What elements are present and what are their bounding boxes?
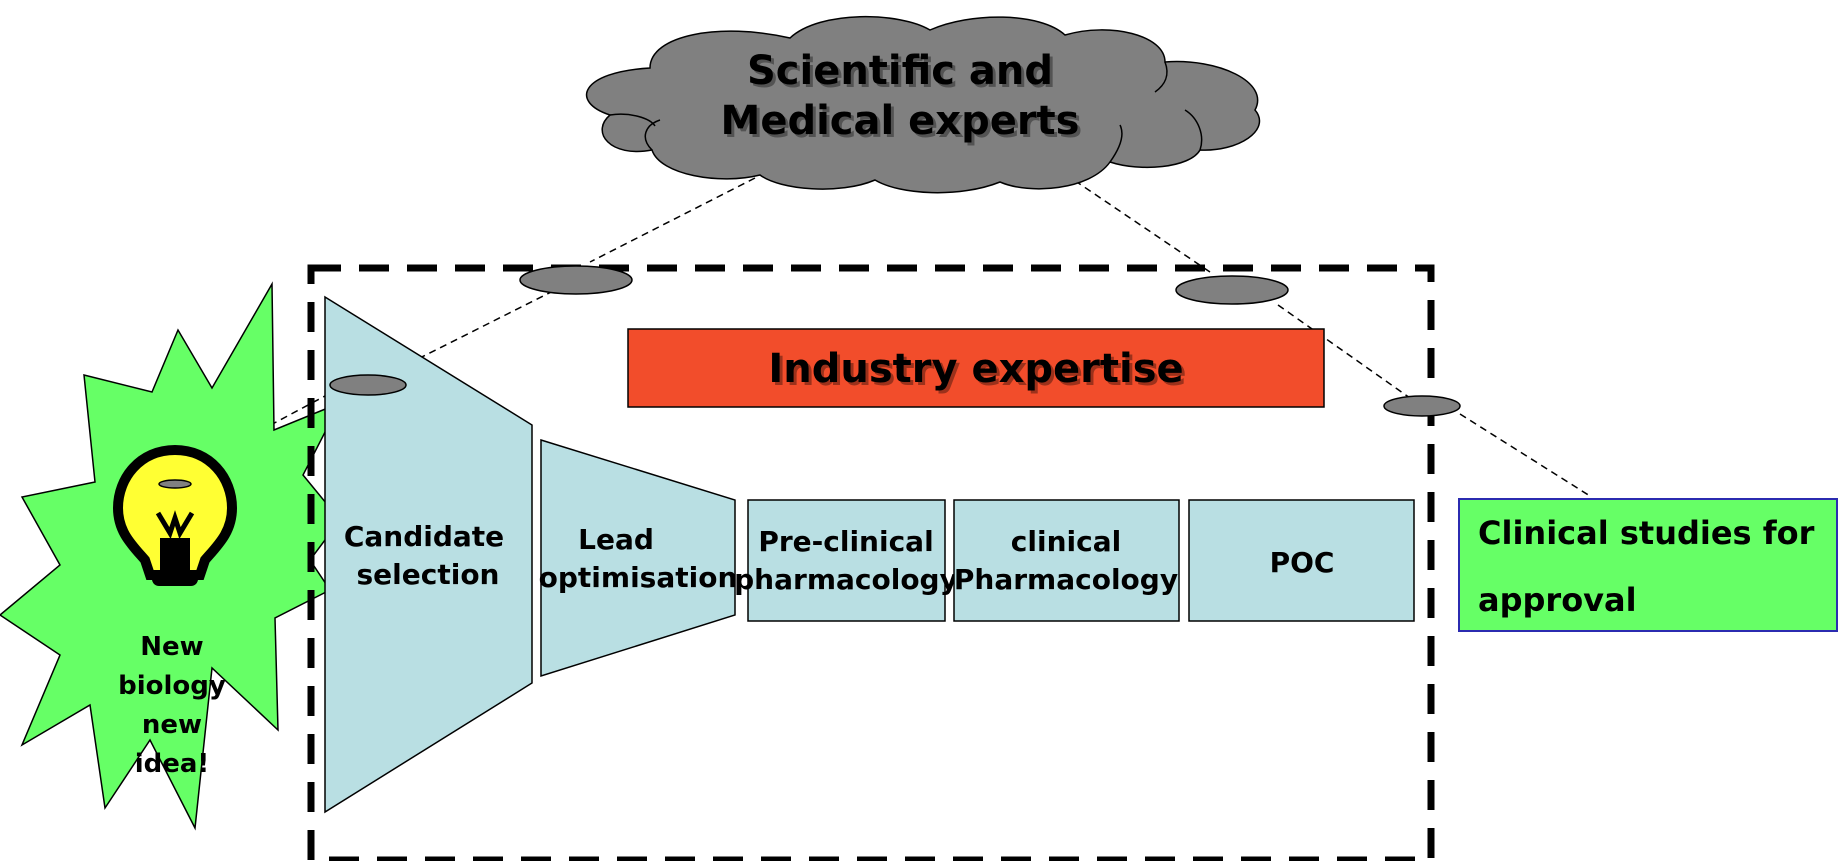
experts-cloud (586, 15, 1261, 194)
idea-text-line3: new (142, 710, 202, 740)
experts-cloud-label-line1: Scientific and (747, 48, 1053, 94)
experts-cloud-label-line2: Medical experts (721, 98, 1080, 144)
experts-cloud-shadow-line1: Scientific and (750, 51, 1056, 97)
candidate-selection-label-line2: selection (357, 558, 500, 591)
stage-lead-optimisation (540, 438, 736, 678)
clinical-pharmacology-label-line1: clinical (1011, 525, 1121, 558)
lead-optimisation-label-line1: Lead (578, 523, 654, 556)
experts-cloud-shadow-line2: Medical experts (724, 101, 1083, 147)
approval-label-line1: Clinical studies for (1478, 514, 1815, 552)
light-bulb-icon (112, 444, 238, 586)
poc-label: POC (1270, 546, 1335, 579)
approval-box (1458, 498, 1838, 632)
candidate-selection-label-line1: Candidate (344, 520, 504, 553)
idea-text-line2: biology (118, 671, 226, 701)
connector-node-top-right (1175, 275, 1289, 305)
stage-candidate-selection (324, 295, 533, 814)
connector-node-top-left (519, 265, 633, 295)
connector-node-candidate (329, 374, 407, 396)
idea-text-line1: New (140, 632, 203, 662)
connector-line-approval (1459, 413, 1591, 497)
stage-poc (1188, 499, 1415, 622)
stage-pre-clinical (747, 499, 946, 622)
lead-optimisation-label-line2: optimisation (539, 561, 738, 594)
industry-expertise-shadow: Industry expertise (771, 349, 1186, 395)
industry-boundary-box (307, 264, 1435, 861)
idea-text-line4: idea! (135, 749, 210, 779)
connector-node-right-edge (1383, 395, 1461, 417)
clinical-pharmacology-label-line2: Pharmacology (954, 563, 1178, 596)
pre-clinical-label-line1: Pre-clinical (758, 525, 933, 558)
industry-expertise-label: Industry expertise (768, 346, 1183, 392)
pre-clinical-label-line2: pharmacology (734, 563, 958, 596)
connector-line-left (589, 177, 756, 263)
stage-clinical-pharmacology (953, 499, 1180, 622)
connector-line-right (1064, 173, 1211, 273)
connector-line-right-lower (1277, 304, 1411, 399)
approval-label-line2: approval (1478, 581, 1637, 619)
industry-expertise-banner (627, 328, 1325, 408)
